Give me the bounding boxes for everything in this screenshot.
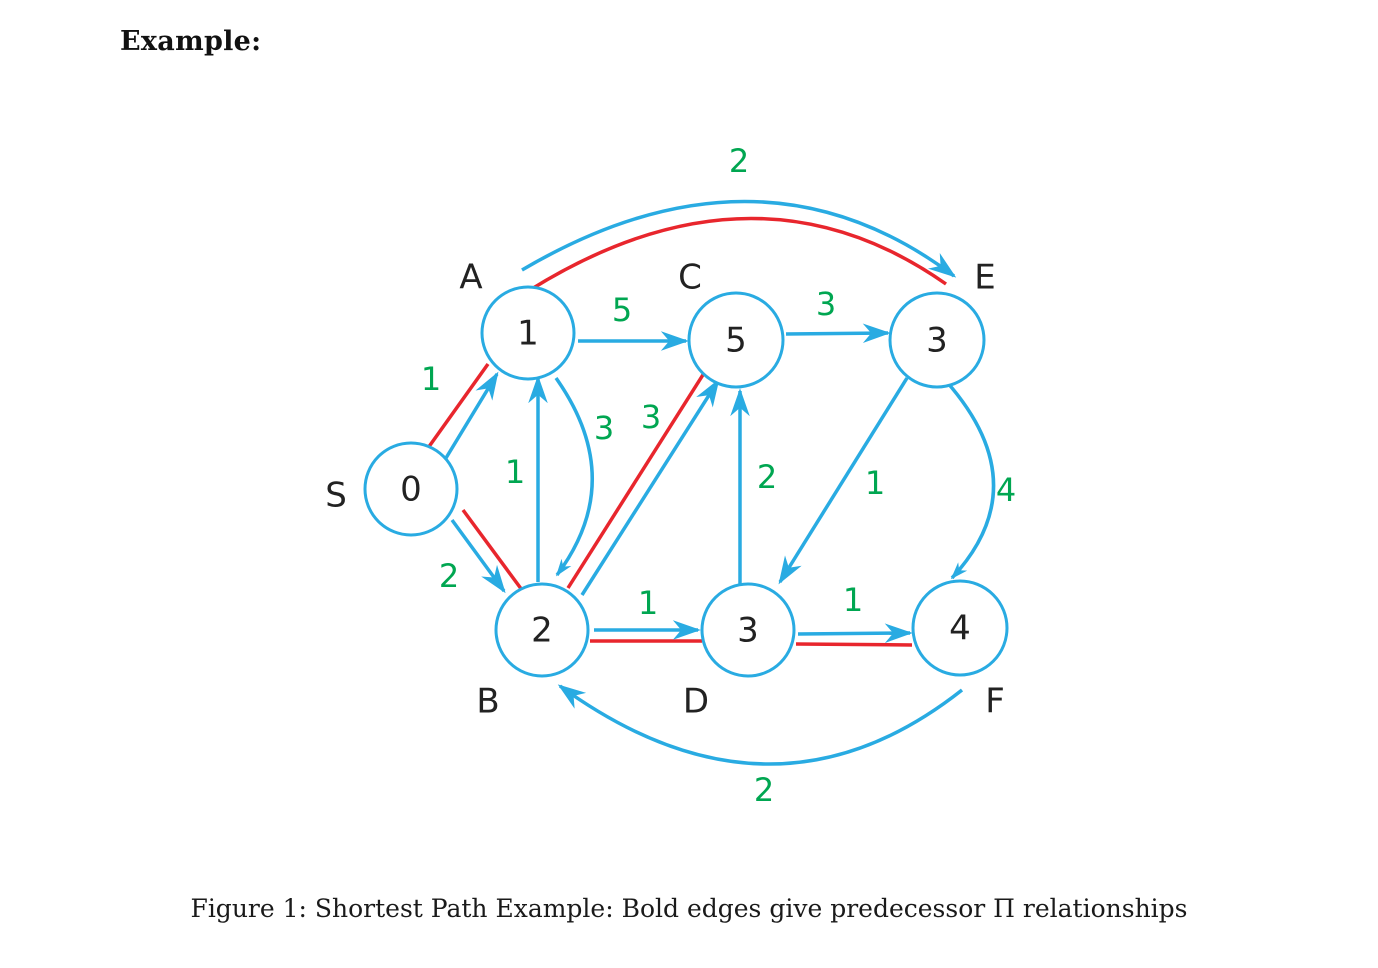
node-circle: [911, 579, 1009, 677]
node-circle: [494, 582, 590, 678]
edge-weight-a-c: 5: [612, 291, 632, 329]
edge-weight-e-f: 4: [996, 471, 1016, 509]
node-name-label: D: [683, 682, 709, 722]
node-name-label: A: [459, 258, 482, 298]
edge-weight-s-b: 2: [439, 557, 459, 595]
node-distance-value: 5: [725, 321, 747, 361]
figure-caption: Figure 1: Shortest Path Example: Bold ed…: [190, 894, 1188, 923]
predecessor-edges: [426, 216, 948, 647]
node-distance-value: 0: [400, 470, 422, 510]
node-c: 5C: [678, 258, 785, 389]
edge-f-b: [557, 684, 964, 766]
node-circle: [687, 291, 785, 389]
edge-weight-a-e: 2: [729, 142, 749, 180]
edge-s-b: [450, 518, 506, 594]
edge-weight-b-d: 1: [638, 584, 658, 622]
page-heading: Example:: [120, 26, 262, 57]
edge-e-f: [944, 379, 996, 580]
predecessor-edge-b-c: [566, 369, 708, 589]
edge-e-d: [778, 377, 909, 585]
edge-weight-d-f: 1: [843, 581, 863, 619]
edge-weights: 1 2 5 2 3 1 3 1 3 2 1 1 4 2: [421, 142, 1016, 809]
edge-a-b: [554, 376, 594, 577]
node-name-label: F: [985, 682, 1005, 722]
node-name-label: B: [476, 682, 499, 722]
node-distance-value: 1: [517, 314, 539, 354]
node-name-label: C: [678, 258, 702, 298]
node-distance-value: 2: [531, 611, 553, 651]
predecessor-edge-s-b: [461, 508, 524, 592]
graph-edges: [444, 199, 996, 766]
node-d: 3D: [683, 582, 796, 722]
edge-weight-f-b: 2: [754, 771, 774, 809]
node-circle: [363, 441, 459, 537]
predecessor-edge-d-f: [795, 642, 913, 647]
node-circle: [888, 291, 986, 389]
edge-weight-b-a: 1: [505, 453, 525, 491]
node-distance-value: 3: [737, 611, 759, 651]
edge-weight-b-c: 3: [641, 398, 661, 436]
edge-weight-e-d: 1: [865, 464, 885, 502]
edge-c-e: [785, 323, 891, 344]
node-f: 4F: [911, 579, 1009, 722]
edge-weight-s-a: 1: [421, 360, 441, 398]
node-s: 0S: [325, 441, 459, 537]
node-b: 2B: [476, 582, 590, 722]
edge-weight-c-e: 3: [816, 285, 836, 323]
node-distance-value: 4: [949, 609, 971, 649]
edge-weight-d-c: 2: [757, 458, 777, 496]
node-name-label: E: [974, 258, 995, 298]
node-circle: [700, 582, 796, 678]
node-distance-value: 3: [926, 321, 948, 361]
edge-d-f: [797, 623, 913, 644]
edge-a-e: [521, 199, 957, 278]
edge-b-c: [580, 378, 720, 596]
edge-weight-a-b: 3: [594, 409, 614, 447]
predecessor-edge-a-e: [529, 216, 948, 292]
node-e: 3E: [888, 258, 996, 389]
node-name-label: S: [325, 476, 347, 516]
edge-s-a: [444, 371, 499, 459]
node-a: 1A: [459, 258, 576, 381]
node-circle: [480, 285, 576, 381]
